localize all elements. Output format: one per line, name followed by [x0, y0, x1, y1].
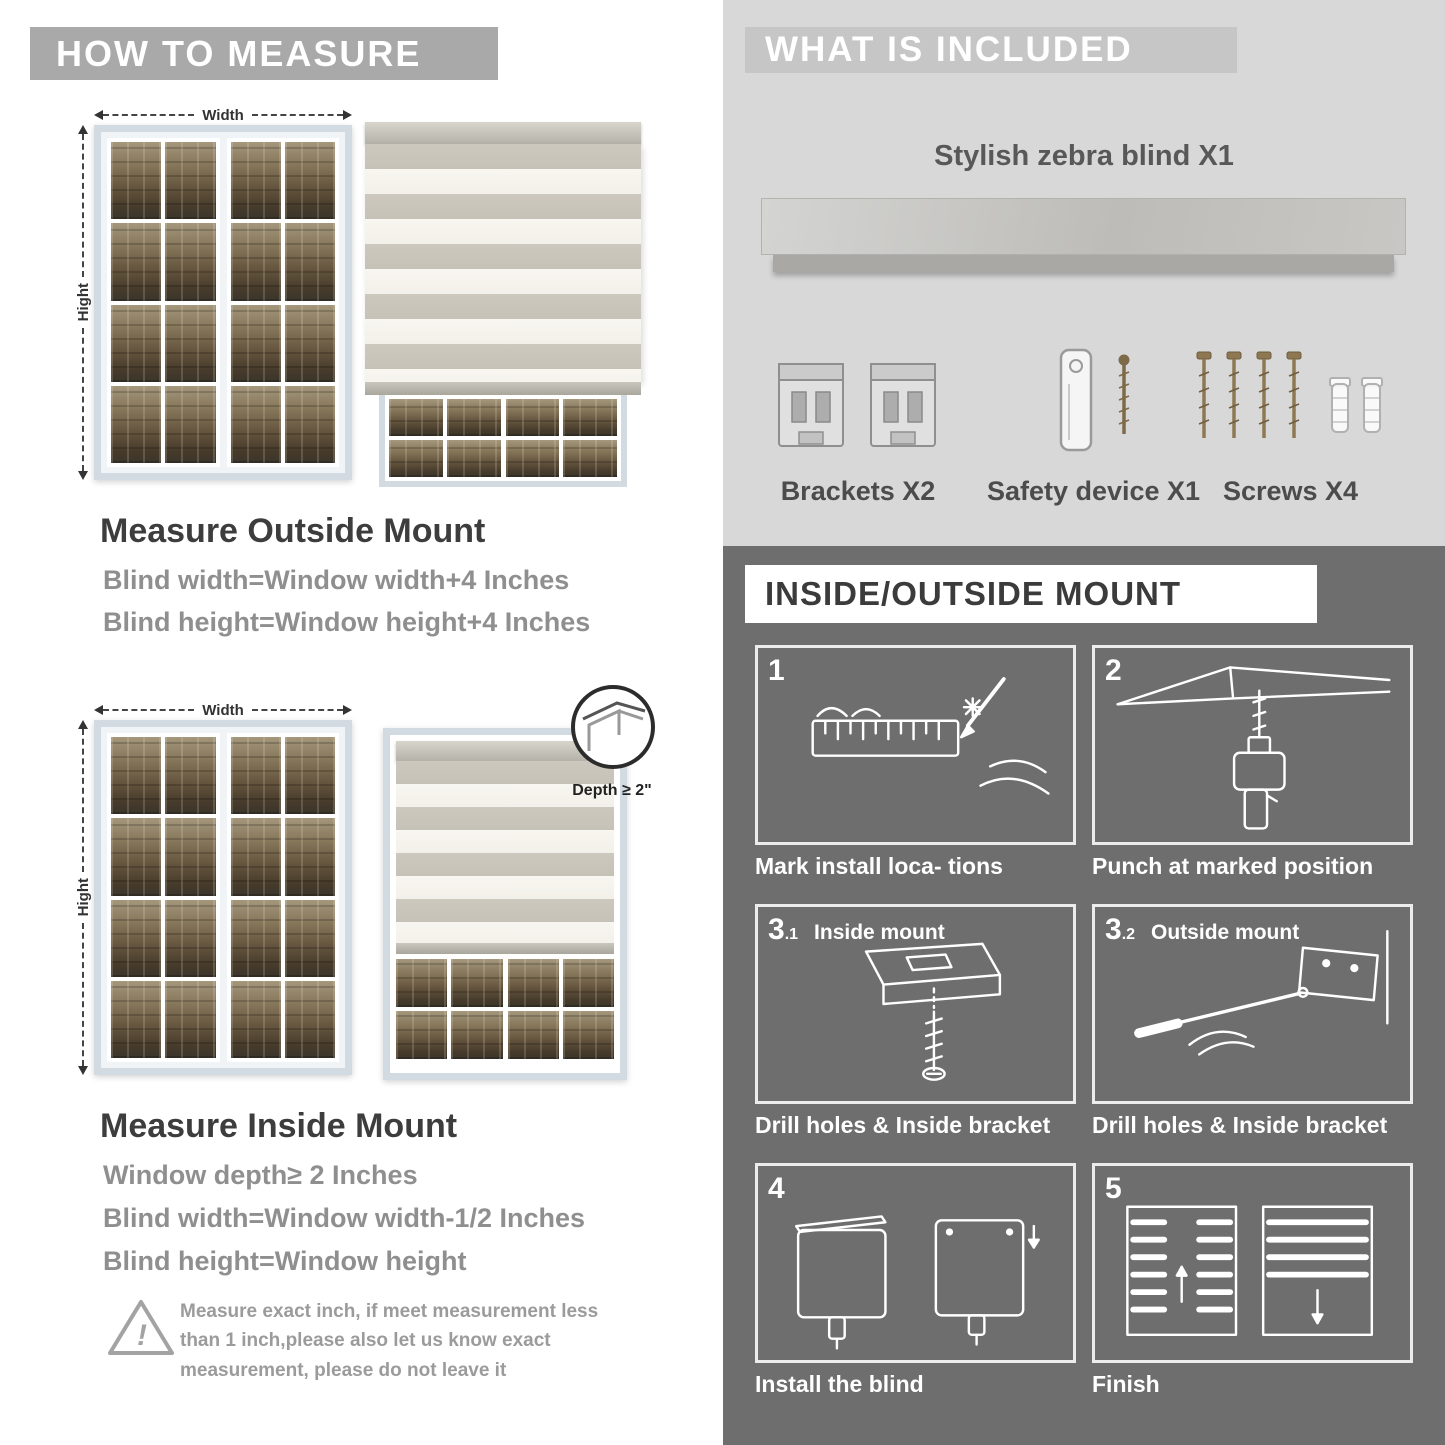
arrowhead-up-icon [78, 720, 88, 729]
inside-mount-heading: Measure Inside Mount [100, 1107, 458, 1145]
arrowhead-right-icon [343, 705, 353, 715]
outside-bracket-drill-icon [1134, 930, 1389, 1056]
measurement-warning-text: Measure exact inch, if meet measurement … [180, 1301, 599, 1381]
window-corner-zoom-icon [582, 701, 646, 751]
blind-shade-stripes [365, 144, 641, 382]
window-below-blind [396, 959, 614, 1059]
step-3-1: 3.1 Inside mount Dril [755, 904, 1076, 1139]
brackets-label: Brackets X2 [780, 476, 936, 506]
width-arrow: Width [94, 700, 353, 720]
step-2-panel: 2 [1092, 645, 1413, 845]
included-items-row: Brackets X2 [723, 330, 1445, 510]
step-3-1-caption: Drill holes & Inside bracket [755, 1112, 1051, 1138]
window-illustration [94, 125, 352, 480]
step-title: Inside mount [814, 921, 945, 944]
safety-device-item: Safety device X1 [987, 330, 1200, 507]
arrowhead-down-icon [78, 1066, 88, 1076]
finish-blinds-icon [1126, 1205, 1374, 1336]
headrail-lip [773, 255, 1394, 272]
blind-bottom-rail [365, 382, 641, 395]
step-4-caption: Install the blind [755, 1371, 924, 1397]
arrowhead-left-icon [94, 110, 103, 120]
inside-depth-rule: Window depth≥ 2 Inches [103, 1160, 418, 1190]
mount-header: INSIDE/OUTSIDE MOUNT [745, 565, 1317, 623]
screws-icon [1186, 330, 1396, 462]
inside-height-formula: Blind height=Window height [103, 1246, 467, 1276]
step-1-panel: 1 [755, 645, 1076, 845]
width-label: Width [202, 701, 244, 719]
safety-device-label: Safety device X1 [986, 476, 1201, 506]
safety-device-icon [1019, 330, 1169, 462]
step-3-1-panel: 3.1 Inside mount [755, 904, 1076, 1104]
zebra-blind-outside-illustration [365, 122, 641, 487]
step-number: 4 [768, 1172, 785, 1205]
outside-mount-heading: Measure Outside Mount [100, 512, 486, 550]
what-is-included-section: WHAT IS INCLUDED Stylish zebra blind X1 [723, 0, 1445, 546]
headrail-illustration [761, 198, 1406, 272]
step-5: 5 [1092, 1163, 1413, 1398]
blind-cassette [396, 741, 614, 761]
height-arrow: Hight [72, 720, 94, 1076]
outside-width-formula: Blind width=Window width+4 Inches [103, 565, 570, 595]
arrowhead-down-icon [78, 471, 88, 481]
step-3-2-panel: 3.2 Outside mount [1092, 904, 1413, 1104]
how-to-measure-header: HOW TO MEASURE [30, 27, 498, 80]
window-below-blind [379, 395, 627, 487]
step-3-2: 3.2 Outside mount Drill holes & I [1092, 904, 1413, 1139]
inside-bracket-screw-icon [864, 942, 1002, 1081]
depth-callout-circle [571, 685, 655, 769]
blind-cassette [365, 122, 641, 144]
step-title: Outside mount [1151, 921, 1300, 944]
brackets-item: Brackets X2 [763, 330, 953, 507]
what-is-included-header: WHAT IS INCLUDED [745, 27, 1237, 73]
step-4-panel: 4 [755, 1163, 1076, 1363]
height-label: Hight [74, 878, 92, 917]
mount-steps-grid: 1 [755, 645, 1413, 1398]
step-4: 4 Insta [755, 1163, 1076, 1398]
mark-location-icon [811, 677, 1050, 795]
inside-width-formula: Blind width=Window width-1/2 Inches [103, 1203, 586, 1233]
inside-mount-window-figure: Width Hight [72, 700, 353, 1076]
drill-icon [1116, 666, 1391, 830]
step-5-panel: 5 [1092, 1163, 1413, 1363]
outside-height-formula: Blind height=Window height+4 Inches [103, 607, 591, 637]
step-2-caption: Punch at marked position [1092, 853, 1374, 879]
svg-text:!: ! [137, 1319, 147, 1352]
step-1-caption: Mark install loca- tions [755, 853, 1003, 879]
height-arrow: Hight [72, 125, 94, 481]
step-3-2-caption: Drill holes & Inside bracket [1092, 1112, 1388, 1138]
window-illustration [94, 720, 352, 1075]
install-blind-icon [794, 1215, 1040, 1350]
arrowhead-up-icon [78, 125, 88, 134]
arrowhead-right-icon [343, 110, 353, 120]
outside-mount-window-figure: Width Hight [72, 105, 353, 481]
arrowhead-left-icon [94, 705, 103, 715]
screws-item: Screws X4 [1193, 330, 1388, 507]
step-number: 3 [768, 913, 785, 946]
step-5-caption: Finish [1092, 1371, 1160, 1397]
screws-label: Screws X4 [1222, 476, 1359, 506]
step-number: 2 [1105, 654, 1122, 687]
blind-title: Stylish zebra blind X1 [934, 140, 1234, 172]
brackets-icon [773, 330, 943, 462]
width-label: Width [202, 106, 244, 124]
zebra-blind-inside-illustration [383, 728, 627, 1080]
headrail-bar [761, 198, 1406, 255]
blind-bottom-rail [396, 943, 614, 954]
step-1: 1 [755, 645, 1076, 880]
step-number: 5 [1105, 1172, 1122, 1205]
step-number: 1 [768, 654, 785, 687]
depth-callout-label: Depth ≥ 2" [572, 782, 652, 799]
step-2: 2 Punch at marked p [1092, 645, 1413, 880]
mount-instructions-section: INSIDE/OUTSIDE MOUNT 1 [723, 546, 1445, 1445]
blind-shade-stripes [396, 761, 614, 943]
step-number: 3 [1105, 913, 1122, 946]
width-arrow: Width [94, 105, 353, 125]
height-label: Hight [74, 283, 92, 322]
warning-triangle-icon: ! [108, 1300, 174, 1355]
